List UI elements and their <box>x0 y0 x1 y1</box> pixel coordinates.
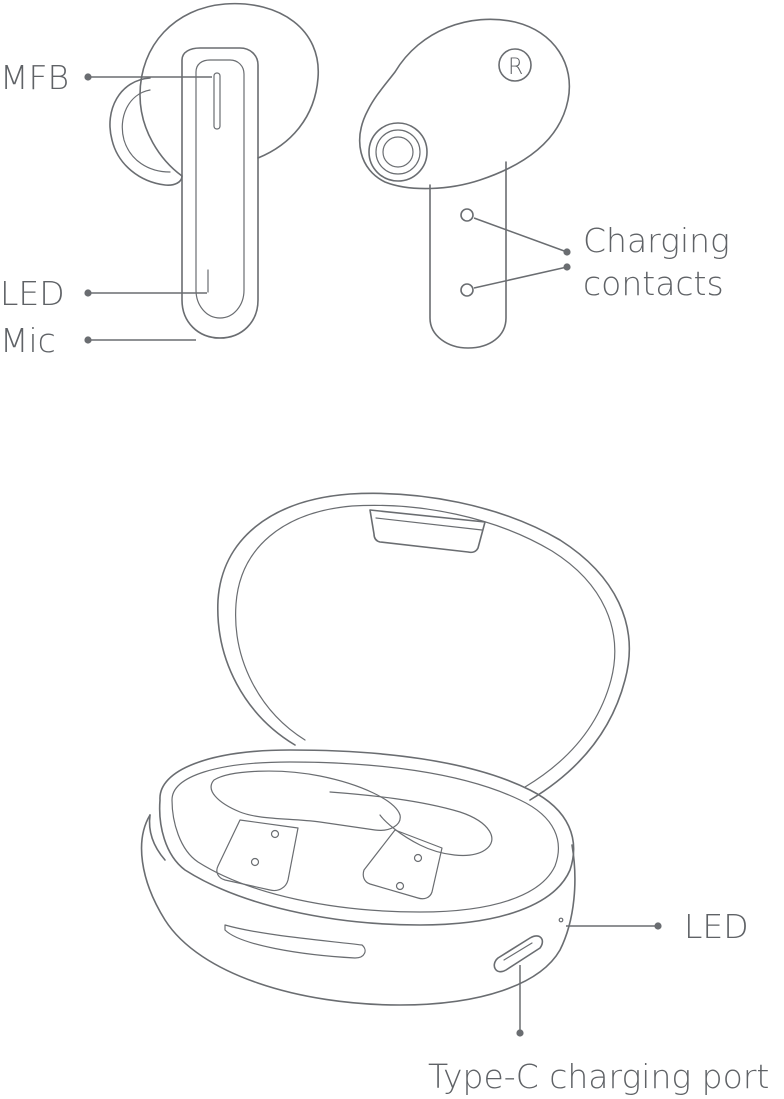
mfb-label: MFB <box>0 58 69 97</box>
mic-leader <box>84 336 196 344</box>
right-earbud-illustration: R <box>359 18 571 349</box>
led-leader-earbud <box>84 289 207 297</box>
led-label-earbud: LED <box>0 274 65 313</box>
port-leader <box>516 965 524 1037</box>
mic-label: Mic <box>0 321 56 360</box>
right-marker-badge: R <box>508 55 523 80</box>
charging-contacts-label-line2: contacts <box>583 264 724 303</box>
charging-contacts-leaders <box>473 217 571 289</box>
charging-contacts-label-line1: Charging <box>583 221 730 260</box>
type-c-port-label: Type-C charging port <box>428 1057 769 1096</box>
case-led-label: LED <box>684 907 749 946</box>
mfb-leader <box>84 73 212 81</box>
case-led-leader <box>566 922 662 930</box>
charging-case-illustration <box>140 492 631 1006</box>
left-earbud-illustration <box>109 2 319 339</box>
